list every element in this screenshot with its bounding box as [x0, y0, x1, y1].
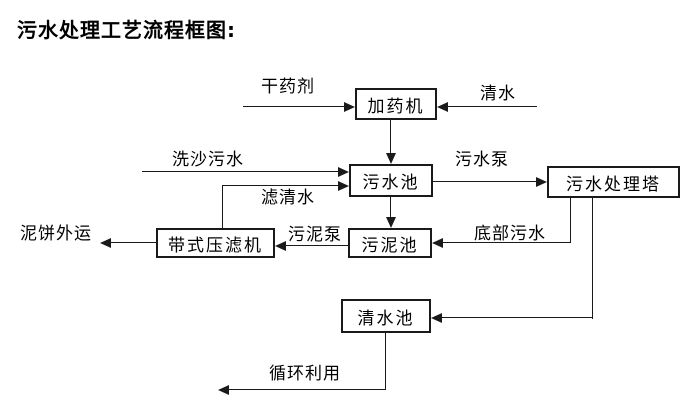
line-dry-chemical-to-dosing	[243, 106, 345, 107]
arrowhead-recycling	[218, 385, 229, 395]
line-sand-washing-to-sewage-pool	[142, 171, 339, 172]
node-sludge-pool: 污泥池	[348, 228, 432, 258]
edge-label-mud-cake-outbound: 泥饼外运	[20, 224, 92, 244]
edge-label-recycling: 循环利用	[269, 364, 341, 384]
arrowhead-sewage-pump	[536, 177, 547, 187]
arrowhead-sand-washing	[338, 167, 349, 177]
line-tower-bottom-drop	[570, 198, 571, 243]
line-clean-pool-drop	[385, 333, 386, 390]
line-tower-to-clean-pool	[440, 317, 593, 318]
line-clean-water-to-dosing	[447, 106, 537, 107]
edge-label-bottom-sewage: 底部污水	[474, 224, 546, 244]
node-sewage-pool: 污水池	[349, 164, 433, 197]
line-sewage-pump-to-tower	[433, 181, 537, 182]
arrowhead-sewage-pool-down	[386, 217, 396, 228]
line-press-to-mud-cake	[110, 242, 156, 243]
line-tower-to-clean-pool-drop	[592, 198, 593, 319]
line-sludge-pump-to-press	[285, 245, 348, 246]
arrowhead-mud-cake	[100, 238, 111, 248]
edge-label-clean-water: 清水	[480, 84, 516, 104]
arrowhead-clean-water	[437, 102, 448, 112]
arrowhead-sludge-pump	[275, 241, 286, 251]
edge-label-sludge-pump: 污泥泵	[288, 225, 342, 245]
line-filtered-water-to-sewage-pool	[222, 185, 339, 186]
arrowhead-filtered-water	[338, 181, 349, 191]
node-clean-water-pool: 清水池	[341, 299, 431, 333]
node-belt-filter-press: 带式压滤机	[156, 228, 275, 258]
line-bottom-sewage-to-sludge-pool	[442, 242, 571, 243]
edge-label-sewage-pump: 污水泵	[455, 150, 509, 170]
line-recycling	[227, 389, 386, 390]
node-sewage-treatment-tower: 污水处理塔	[547, 166, 680, 198]
arrowhead-dosing-down	[386, 153, 396, 164]
node-dosing-machine: 加药机	[355, 88, 437, 120]
edge-label-dry-chemical: 干药剂	[261, 77, 315, 97]
line-dosing-to-sewage-pool	[390, 120, 391, 154]
line-filtered-water-riser	[222, 186, 223, 228]
edge-label-filtered-clear-water: 滤清水	[261, 188, 315, 208]
arrowhead-to-clean-pool	[431, 313, 442, 323]
page-title: 污水处理工艺流程框图:	[17, 18, 236, 42]
arrowhead-dry-chemical	[344, 102, 355, 112]
arrowhead-bottom-sewage	[432, 238, 443, 248]
line-sewage-pool-to-sludge-pool	[390, 197, 391, 218]
edge-label-sand-washing-sewage: 洗沙污水	[172, 150, 244, 170]
